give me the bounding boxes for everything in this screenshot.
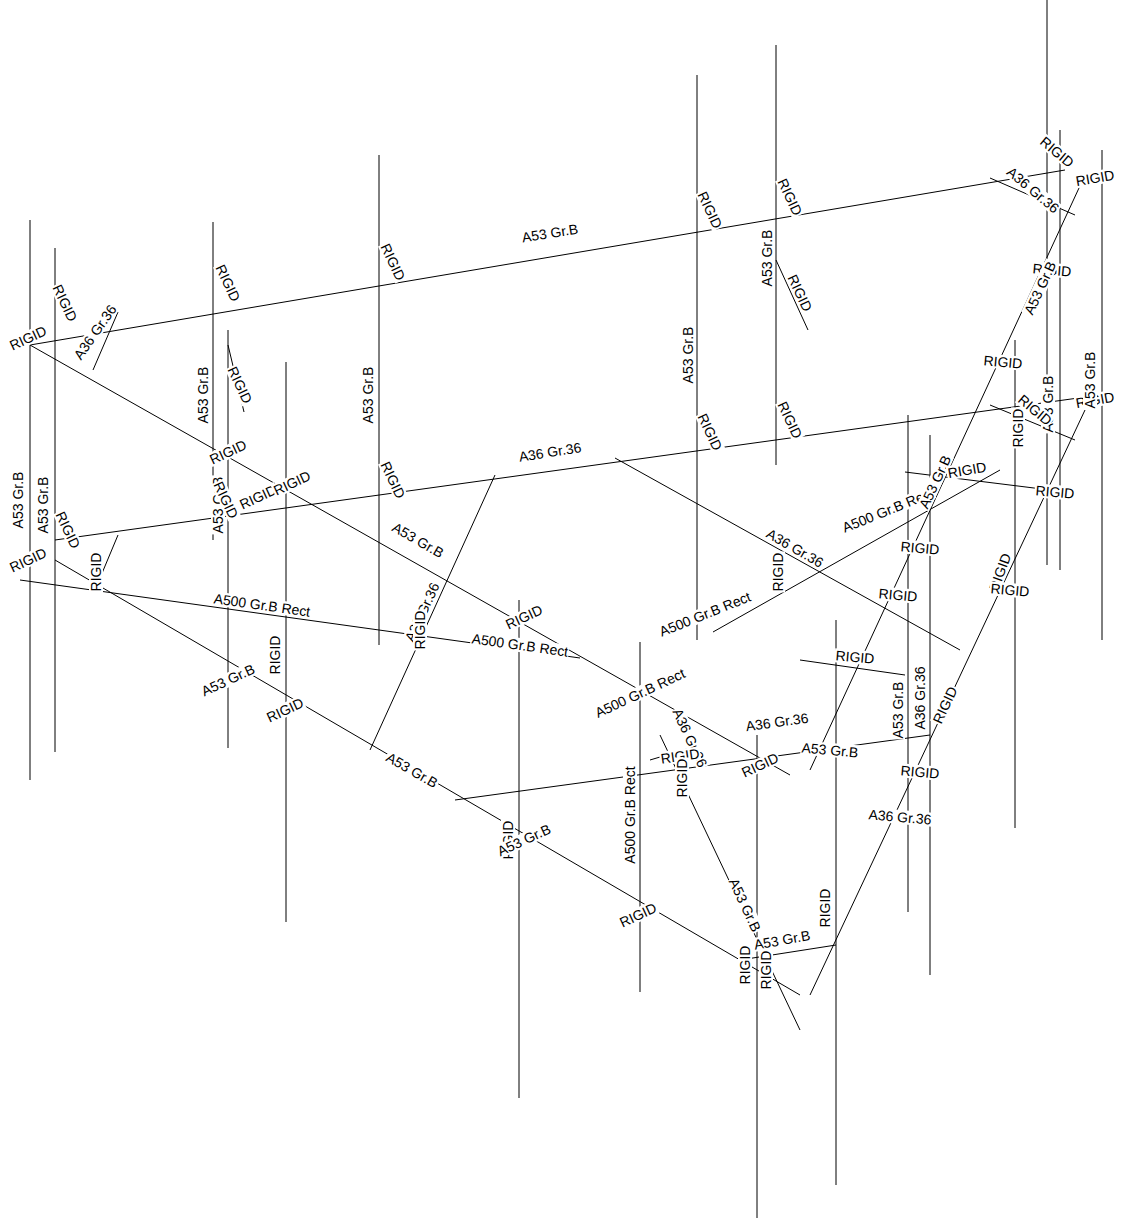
member-label: RIGID: [899, 763, 941, 781]
member-label: A36 Gr.36: [517, 440, 583, 464]
member-label: RIGID: [775, 176, 805, 219]
member-label: RIGID: [378, 241, 408, 284]
member-label: A53 Gr.B: [11, 471, 25, 530]
member-label: RIGID: [53, 509, 83, 552]
member-label: A53 Gr.B: [383, 749, 441, 791]
member-label: A53 Gr.B: [1083, 351, 1097, 410]
member-label: RIGID: [503, 602, 546, 632]
member-label: RIGID: [1037, 133, 1077, 170]
member-label: RIGID: [695, 411, 725, 454]
member-label: RIGID: [877, 586, 919, 604]
member-label: A53 Gr.B: [891, 681, 905, 740]
member-label: RIGID: [759, 950, 773, 991]
member-label: RIGID: [775, 399, 805, 442]
member-label: RIGID: [785, 272, 815, 315]
member-label: RIGID: [982, 353, 1024, 371]
member-label: RIGID: [89, 552, 103, 593]
member-label: A53 Gr.B: [361, 366, 375, 425]
member-label: RIGID: [7, 323, 50, 353]
member-label: RIGID: [930, 684, 960, 727]
member-label: A36 Gr.36: [867, 807, 933, 827]
member-label: RIGID: [738, 945, 752, 986]
member-label: RIGID: [225, 364, 255, 407]
member-label: RIGID: [695, 189, 725, 232]
member-label: RIGID: [617, 900, 660, 930]
member-label: A53 Gr.B: [726, 875, 764, 934]
member-label: RIGID: [7, 545, 50, 575]
member-label: RIGID: [1011, 408, 1025, 449]
member-label: RIGID: [834, 648, 876, 666]
member-label: A36 Gr.36: [913, 665, 927, 730]
member-label: A53 Gr.B: [389, 519, 447, 561]
member-label: A500 Gr.B Rect: [470, 631, 570, 659]
member-label: RIGID: [771, 552, 785, 593]
member-label: A53 Gr.B: [36, 476, 50, 535]
member-label: RIGID: [989, 581, 1031, 599]
member-label: A36 Gr.36: [71, 301, 120, 362]
member-label: A500 Gr.B Rect: [212, 591, 312, 619]
member-label: A36 Gr.36: [744, 711, 810, 734]
member-label: A500 Gr.B Rect: [656, 589, 753, 639]
member-label: A53 Gr.B: [800, 740, 860, 759]
member-label: RIGID: [818, 888, 832, 929]
member-label: RIGID: [213, 262, 243, 305]
member-label: A53 Gr.B: [520, 221, 580, 244]
member-label: A53 Gr.B: [760, 229, 774, 288]
member-label: RIGID: [413, 610, 427, 651]
member-label: RIGID: [264, 695, 307, 725]
member-label: RIGID: [268, 635, 282, 676]
member-label: A53 Gr.B: [752, 928, 812, 952]
member-label: A53 Gr.B: [916, 452, 954, 511]
member-label: A500 Gr.B Rect: [623, 765, 637, 864]
member-label: A53 Gr.B: [1021, 258, 1059, 317]
member-label: A53 Gr.B: [196, 366, 210, 425]
member-label: RIGID: [675, 758, 689, 799]
member-label: RIGID: [1074, 168, 1117, 189]
member-label: RIGID: [899, 539, 941, 557]
member-label: RIGID: [1034, 483, 1076, 501]
member-label: RIGID: [739, 750, 782, 780]
member-label: A53 Gr.B: [681, 326, 695, 385]
